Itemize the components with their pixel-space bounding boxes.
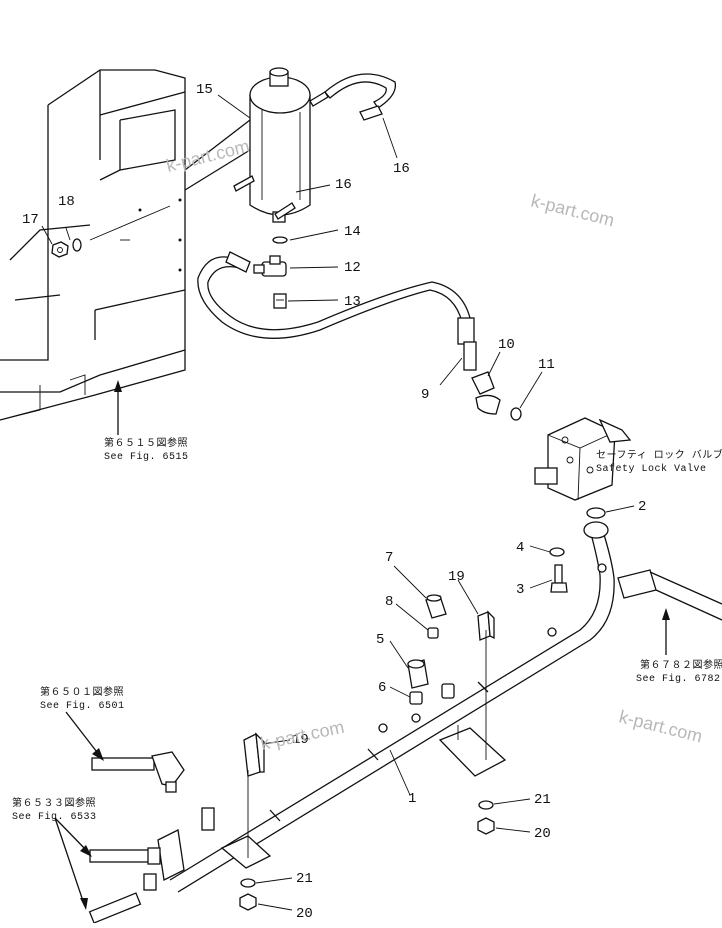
ref-6782-jp: 第６７８２図参照 [640, 658, 722, 672]
nut-5 [407, 659, 429, 689]
watermark-3: k-part.com [259, 717, 346, 754]
safety-lock-valve [534, 417, 632, 501]
ref-6501-en: See Fig. 6501 [40, 700, 125, 712]
tee-fitting [441, 683, 455, 699]
ref-6501-jp: 第６５０１図参照 [40, 685, 124, 699]
tube-1 [169, 521, 615, 893]
callout-6: 6 [378, 680, 386, 696]
callout-8: 8 [385, 594, 393, 610]
ref-6533-jp: 第６５３３図参照 [12, 796, 96, 810]
hose-stub-right [617, 569, 722, 621]
washer-21-left [240, 878, 256, 888]
elbow-10 [471, 371, 501, 415]
watermark-4: k-part.com [617, 706, 704, 746]
nut-20-right [477, 817, 495, 835]
fitting-8 [427, 627, 439, 639]
callout-15: 15 [196, 82, 213, 98]
fitting-13 [273, 293, 287, 309]
callout-20-right: 20 [534, 826, 551, 842]
oring-11 [510, 407, 522, 421]
callout-13: 13 [344, 294, 361, 310]
watermarks: k-part.com k-part.com k-part.com k-part.… [164, 136, 704, 754]
callout-numbers: 15 16 16 14 12 13 17 18 9 10 11 2 4 3 7 … [22, 82, 646, 922]
callout-19-left: 19 [292, 732, 309, 748]
hose-9 [197, 251, 477, 371]
callout-21-right: 21 [534, 792, 551, 808]
clamp-19-right [477, 610, 495, 641]
leader-lines [41, 94, 635, 911]
washer-4 [549, 547, 565, 557]
ref-6515-en: See Fig. 6515 [104, 451, 189, 463]
callout-9: 9 [421, 387, 429, 403]
callout-20-left: 20 [296, 906, 313, 922]
valve-label-jp: セーフティ ロック バルブ [596, 448, 722, 462]
watermark-1: k-part.com [164, 136, 251, 176]
callout-17: 17 [22, 212, 39, 228]
frame-panel [0, 69, 251, 421]
nut-20-left [239, 893, 257, 911]
accumulator-15 [233, 67, 329, 223]
callout-7: 7 [385, 550, 393, 566]
nut-7 [425, 594, 447, 619]
washer-21-right [478, 800, 494, 810]
callout-4: 4 [516, 540, 524, 556]
reference-labels: 第６５１５図参照 See Fig. 6515 第６７８２図参照 See Fig.… [12, 436, 722, 823]
oring-2 [586, 507, 606, 519]
bolt-3 [550, 564, 568, 593]
callout-11: 11 [538, 357, 555, 373]
clamp-19-left [243, 732, 265, 777]
callout-16-lower: 16 [335, 177, 352, 193]
ref-6533-en: See Fig. 6533 [12, 811, 97, 823]
callout-16-upper: 16 [393, 161, 410, 177]
ref-6515-jp: 第６５１５図参照 [104, 436, 188, 450]
block-left [88, 829, 185, 924]
washer-18 [72, 238, 82, 252]
watermark-2: k-part.com [529, 190, 616, 230]
bracket-left [201, 770, 272, 869]
callout-2: 2 [638, 499, 646, 515]
callout-3: 3 [516, 582, 524, 598]
callout-19-right: 19 [448, 569, 465, 585]
callout-5: 5 [376, 632, 384, 648]
valve-label-en: Safety Lock Valve [596, 463, 707, 475]
callout-12: 12 [344, 260, 361, 276]
nut-17 [51, 241, 69, 258]
callout-10: 10 [498, 337, 515, 353]
fitting-6 [409, 691, 423, 705]
callout-18: 18 [58, 194, 75, 210]
ref-6782-en: See Fig. 6782 [636, 673, 721, 685]
hose-16 [324, 73, 397, 121]
callout-14: 14 [344, 224, 361, 240]
elbow-left-upper [91, 751, 185, 793]
elbow-12 [253, 255, 287, 277]
callout-21-left: 21 [296, 871, 313, 887]
bracket-right [438, 630, 507, 777]
oring-14 [272, 236, 288, 244]
reference-arrows [54, 380, 670, 910]
callout-1: 1 [408, 791, 416, 807]
